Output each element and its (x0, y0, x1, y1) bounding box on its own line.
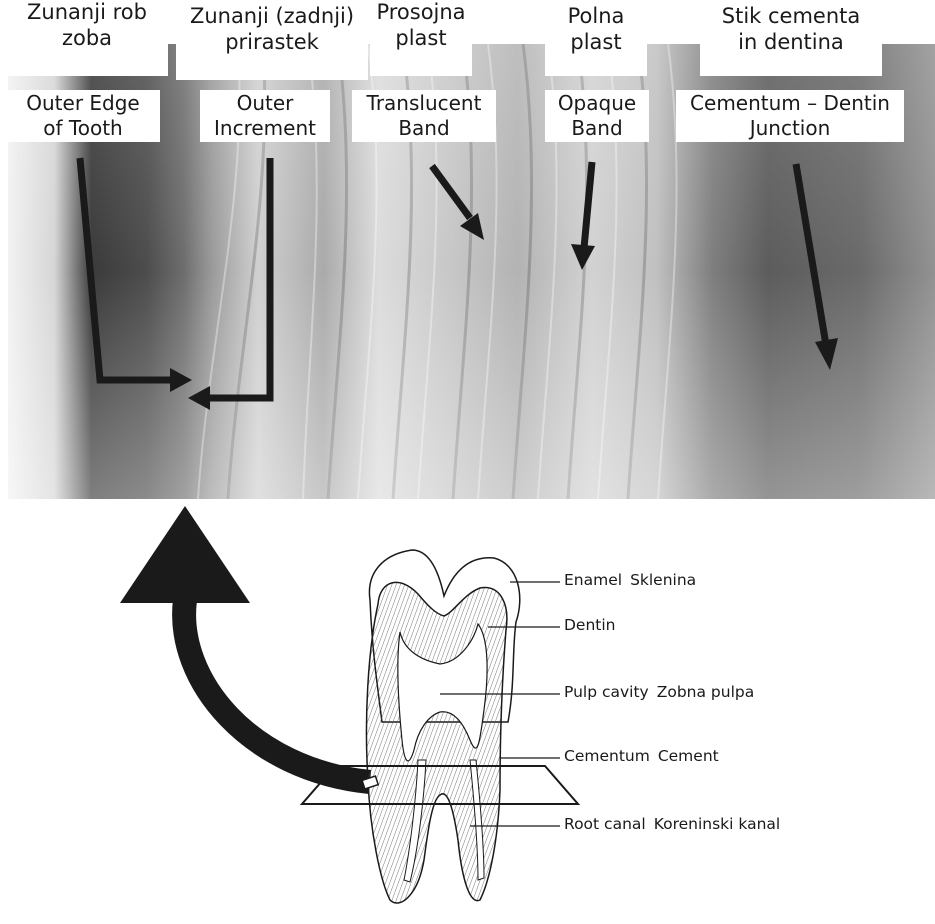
opaque-band-arrow (584, 162, 592, 248)
label-outer-increment-sl: Zunanji (zadnji)prirastek (176, 4, 368, 80)
outer-increment-arrow (205, 158, 270, 398)
dentin (366, 582, 506, 903)
label-dentin: Dentin (564, 616, 624, 634)
cdj-arrow (796, 164, 826, 345)
translucent-band-arrow (432, 166, 470, 218)
big-arrow-head (120, 506, 250, 603)
big-curved-arrow (184, 600, 370, 782)
tooth-diagram (0, 499, 935, 924)
outer-edge-arrow (80, 158, 175, 380)
